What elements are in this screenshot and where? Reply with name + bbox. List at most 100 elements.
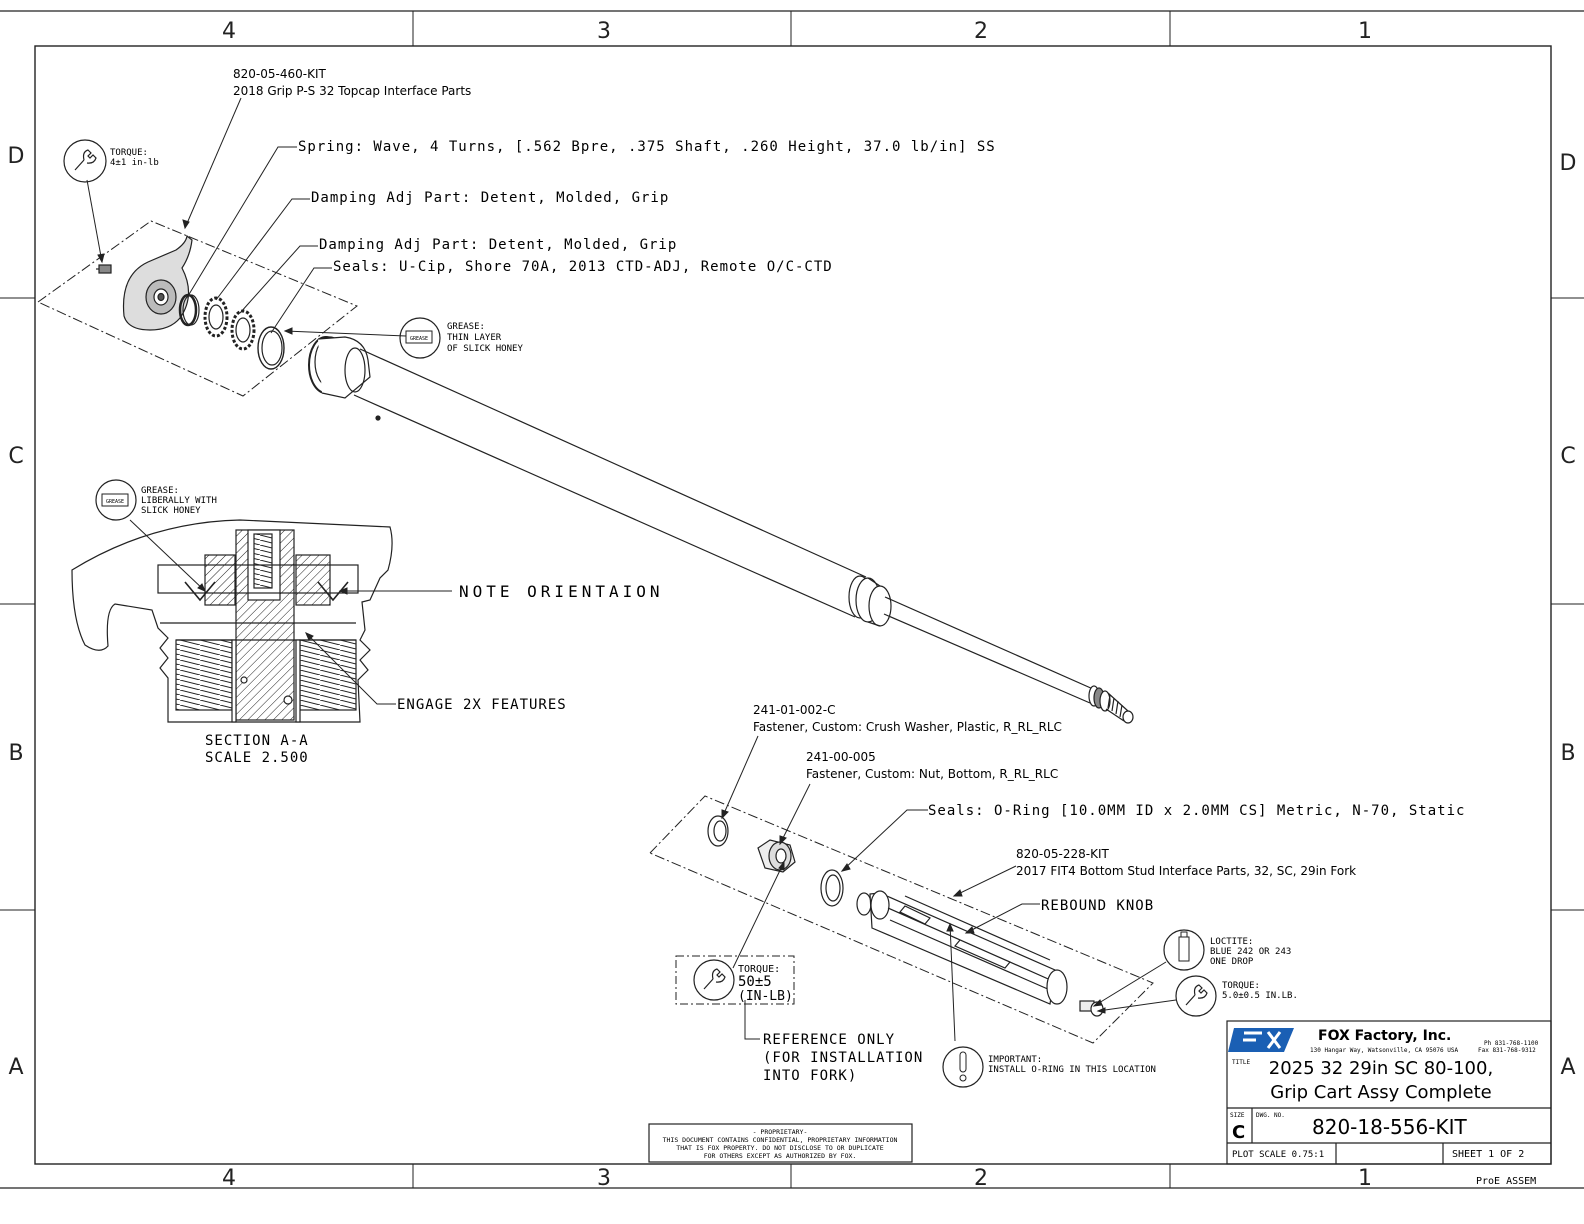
zone-col-3-bottom: 3 [597,1166,611,1191]
topcap-leaders [86,97,407,337]
fox-logo: FOX [1228,1028,1294,1052]
topcap-body [122,234,193,331]
zone-row-a-left: A [8,1055,23,1080]
bottom-kit-envelope [649,795,1154,1044]
proprietary-line1: - PROPRIETARY- [753,1128,808,1136]
topcap-kit-envelope [37,220,358,397]
fox-logo-text: FOX [1240,1047,1242,1049]
topcap-screw [96,264,112,274]
seals-oring-callout: Seals: O-Ring [10.0MM ID x 2.0MM CS] Met… [928,803,1465,819]
nut-part-number: 241-00-005 [806,750,876,764]
proprietary-line4: FOR OTHERS EXCEPT AS AUTHORIZED BY FOX. [704,1152,857,1160]
cartridge-shaft [308,336,1134,724]
grease-top-note: GREASE GREASE: THIN LAYER OF SLICK HONEY [399,317,523,359]
size-value: C [1232,1122,1245,1143]
section-scale-label: SCALE 2.500 [205,750,309,766]
zone-row-c-left: C [8,444,23,469]
washer-part-number: 241-01-002-C [753,703,835,717]
exclamation-icon [942,1046,984,1088]
engage-features-callout: ENGAGE 2X FEATURES [397,697,567,713]
grease-top-line3: OF SLICK HONEY [447,344,523,354]
u-cup-seal [257,326,285,370]
drawing-title-line2: Grip Cart Assy Complete [1270,1082,1491,1103]
note-orientation-callout: NOTE ORIENTAION [459,582,664,601]
size-label: SIZE [1230,1112,1245,1119]
zone-col-4-top: 4 [222,19,236,44]
grease-section-line3: SLICK HONEY [141,506,201,516]
sheet-number: SHEET 1 OF 2 [1452,1149,1524,1160]
zone-row-b-left: B [8,741,23,766]
detent-2 [230,309,256,351]
topcap-assembly [37,220,358,397]
zone-col-1-bottom: 1 [1358,1166,1372,1191]
bottom-nut [757,839,796,873]
torque-nut-note: TORQUE: 50±5 (IN-LB) [675,955,795,1005]
zone-row-d-left: D [8,144,25,169]
torque-wrench-icon [1175,975,1217,1017]
torque-topcap-value: 4±1 in-lb [110,158,159,168]
torque-nut-unit: (IN-LB) [738,989,793,1004]
zone-labels: 4 3 2 1 4 3 2 1 D C B A D C B A [8,19,1577,1191]
damping-adj-callout-2: Damping Adj Part: Detent, Molded, Grip [319,237,677,253]
loctite-tube-icon [1163,929,1205,971]
zone-col-4-bottom: 4 [222,1166,236,1191]
torque-topcap-label: TORQUE: [110,148,148,158]
spring-callout: Spring: Wave, 4 Turns, [.562 Bpre, .375 … [298,139,996,155]
company-fax: Fax 831-768-9312 [1478,1047,1536,1054]
zone-row-c-right: C [1560,444,1575,469]
torque-bolt-note: TORQUE: 5.0±0.5 IN.LB. [1175,975,1298,1017]
reference-only-line1: REFERENCE ONLY [763,1032,895,1048]
grease-section-note: GREASE GREASE: LIBERALLY WITH SLICK HONE… [95,479,217,521]
important-note: IMPORTANT: INSTALL O-RING IN THIS LOCATI… [942,1046,1156,1088]
washer-description: Fastener, Custom: Crush Washer, Plastic,… [753,720,1062,734]
proprietary-line2: THIS DOCUMENT CONTAINS CONFIDENTIAL, PRO… [663,1136,898,1144]
company-phone: Ph 831-768-1100 [1484,1040,1539,1047]
company-name: FOX Factory, Inc. [1318,1028,1451,1044]
grease-section-line2: LIBERALLY WITH [141,496,217,506]
reference-only-line2: (FOR INSTALLATION [763,1050,923,1066]
damping-adj-callout-1: Damping Adj Part: Detent, Molded, Grip [311,190,669,206]
reference-only-line3: INTO FORK) [763,1068,857,1084]
zone-col-1-top: 1 [1358,19,1372,44]
zone-row-a-right: A [1560,1055,1575,1080]
zone-col-2-top: 2 [974,19,988,44]
bottom-leaders [721,735,1177,1042]
zone-col-3-top: 3 [597,19,611,44]
title-block: FOX FOX Factory, Inc. 130 Hangar Way, Wa… [1226,1020,1552,1187]
torque-nut-value: 50±5 [738,974,772,990]
loctite-line3: ONE DROP [1210,957,1254,967]
loctite-line2: BLUE 242 OR 243 [1210,947,1291,957]
loctite-note: LOCTITE: BLUE 242 OR 243 ONE DROP [1163,929,1291,971]
grease-section-line1: GREASE: [141,486,179,496]
dwg-no-label: DWG. NO. [1256,1112,1285,1119]
grease-icon-label: GREASE [106,499,124,505]
important-line2: INSTALL O-RING IN THIS LOCATION [988,1065,1156,1075]
section-a-a-view [71,519,393,723]
plot-scale: PLOT SCALE 0.75:1 [1232,1150,1324,1160]
grease-top-line1: GREASE: [447,322,485,332]
company-address: 130 Hangar Way, Watsonville, CA 95076 US… [1310,1047,1458,1054]
proe-assem-label: ProE ASSEM [1476,1176,1536,1187]
o-ring [820,869,844,907]
zone-row-b-right: B [1560,741,1575,766]
drawing-number: 820-18-556-KIT [1312,1115,1467,1139]
grease-icon [95,479,137,521]
wave-spring [178,293,200,327]
section-a-a-label: SECTION A-A [205,733,309,749]
torque-wrench-icon [693,959,735,1001]
nut-description: Fastener, Custom: Nut, Bottom, R_RL_RLC [806,767,1058,781]
grease-top-line2: THIN LAYER [447,333,502,343]
torque-wrench-icon [63,139,107,183]
rebound-knob-callout: REBOUND KNOB [1041,898,1154,914]
torque-topcap-note: TORQUE: 4±1 in-lb [63,139,159,183]
bottom-kit-part-number: 820-05-228-KIT [1016,847,1109,861]
grease-icon-label: GREASE [410,336,428,342]
title-label: TITLE [1232,1059,1250,1066]
topcap-kit-description: 2018 Grip P-S 32 Topcap Interface Parts [233,84,471,98]
bottom-assembly [649,795,1154,1044]
detent-1 [203,296,229,338]
torque-nut-label: TORQUE: [738,964,780,975]
grease-icon [399,317,441,359]
topcap-callouts: 820-05-460-KIT 2018 Grip P-S 32 Topcap I… [233,67,996,275]
